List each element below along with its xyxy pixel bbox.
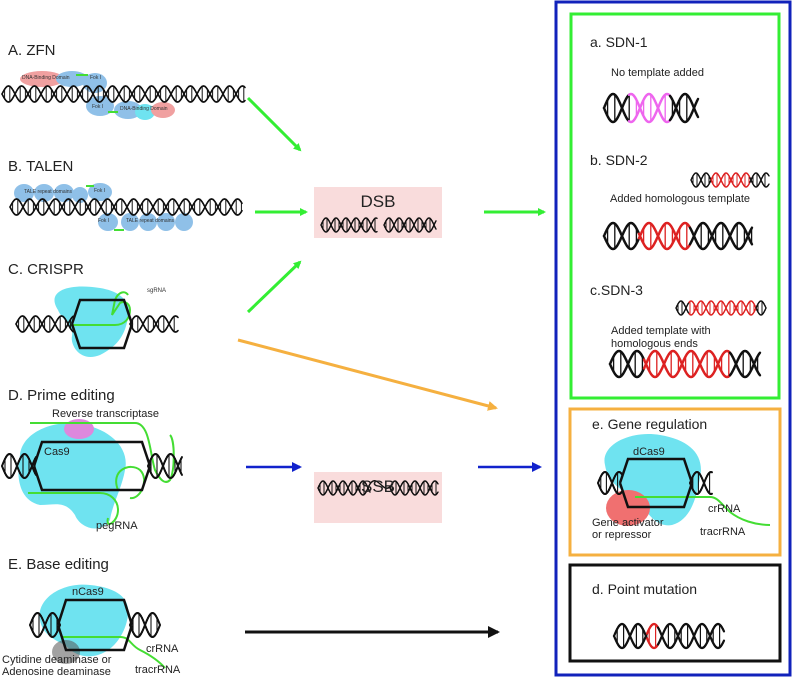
zfn-protein-blob-bottom-1 <box>86 96 114 116</box>
talen-repeat-blob-bottom-3 <box>157 213 175 231</box>
crispr-title: C. CRISPR <box>8 261 84 278</box>
crispr-bubble <box>70 298 134 350</box>
zfn-binding-domain-bottom <box>151 102 175 118</box>
talen-repeat-blob-bottom-1 <box>121 213 139 231</box>
gene-reg-tracrrna-label: tracrRNA <box>700 526 746 538</box>
prime-dna-right <box>147 453 183 479</box>
prime-bubble <box>32 440 152 492</box>
talen-repeat-blob-bottom-4 <box>175 213 193 231</box>
talen-repeat-label-top: TALE repeat domains <box>24 189 72 195</box>
ncas9-label: nCas9 <box>72 586 104 598</box>
dna-layer <box>1 85 770 652</box>
crispr-cas9-blob <box>54 286 130 357</box>
arrow-crispr-to-gene-regulation <box>237 338 498 411</box>
base-crrna-label: crRNA <box>146 643 179 655</box>
sdn2-note: Added homologous template <box>610 193 751 205</box>
deaminase-label-2: Adenosine deaminase <box>2 666 111 678</box>
talen-dna <box>9 198 243 216</box>
ssb-box <box>314 472 442 523</box>
talen-repeat-blob-top-2 <box>34 184 54 202</box>
talen-fok-bottom <box>98 213 118 231</box>
prime-dna-left <box>1 453 37 479</box>
sdn3-note-2: homologous ends <box>611 338 698 350</box>
sdn2-template <box>690 172 770 188</box>
sdn3-note-1: Added template with <box>611 325 711 337</box>
talen-fok-top: Fok I <box>94 188 106 194</box>
sdn3-dna <box>608 349 762 379</box>
dcas9-label: dCas9 <box>633 446 665 458</box>
talen-title: B. TALEN <box>8 158 74 175</box>
talen-fok-top <box>88 183 112 201</box>
ssb-dna-left <box>317 480 371 496</box>
dsb-label: DSB <box>360 192 396 211</box>
gene-reg-crrna <box>635 496 771 526</box>
point-mutation-frame <box>568 563 782 663</box>
gene-activator-label-2: or repressor <box>592 529 652 541</box>
point-mutation-dna <box>612 622 726 650</box>
ssb-label: SSB <box>360 477 396 496</box>
gene-reg-dna-right <box>689 471 713 495</box>
base-dna-right <box>129 612 161 638</box>
zfn-title: A. ZFN <box>8 42 56 59</box>
sdn1-dna <box>602 92 700 124</box>
crispr-dna-right <box>129 315 179 333</box>
base-dna-left <box>29 612 61 638</box>
deaminase-label-1: Cytidine deaminase or <box>2 654 112 666</box>
zfn-binding-domain-top <box>20 71 64 87</box>
arrow-zfn-to-dsb <box>246 96 302 152</box>
talen-fok-bottom: Fok I <box>98 218 110 224</box>
base-bubble <box>56 598 134 652</box>
zfn-protein-blob-bottom-2 <box>114 101 142 119</box>
prime-pegrna-loop <box>115 465 146 500</box>
gene-regulation-title: e. Gene regulation <box>592 416 708 432</box>
talen-repeat-blob-top-3 <box>54 184 74 202</box>
sdn2-dna <box>602 221 754 251</box>
crispr-dna-left <box>15 315 75 333</box>
gene-reg-dna-left <box>597 471 623 495</box>
sdn1-title: a. SDN-1 <box>590 34 648 50</box>
dcas9-blob <box>604 434 701 526</box>
sdn2-title: b. SDN-2 <box>590 152 648 168</box>
talen-repeat-blob-bottom-2 <box>139 213 157 231</box>
ssb-dna-right <box>389 480 439 496</box>
crispr-sgrna-label: sgRNA <box>147 288 167 294</box>
dsb-fragment-right <box>383 217 437 233</box>
reverse-transcriptase-label: Reverse transcriptase <box>52 408 159 420</box>
sdn-group-frame <box>569 12 781 400</box>
zfn-domain-label-top: DNA-Binding Domain <box>22 75 70 81</box>
base-tracrrna-label: tracrRNA <box>135 664 181 676</box>
pegrna-label: pegRNA <box>96 520 138 532</box>
base-crrna-tracrrna <box>62 636 166 669</box>
ssb-nick <box>369 480 393 489</box>
sdn3-template <box>675 300 767 316</box>
talen-repeat-blob-top-1 <box>14 184 34 202</box>
zfn-protein-blob-bottom-3 <box>135 104 155 120</box>
zfn-fok-top: Fok I <box>90 75 102 81</box>
talen-repeat-blob-top-4 <box>72 187 88 203</box>
gene-activator-label-1: Gene activator <box>592 517 664 529</box>
gene-reg-crrna-label: crRNA <box>708 503 741 515</box>
zfn-dna <box>1 85 246 103</box>
arrow-crispr-to-dsb <box>246 260 302 314</box>
prime-cas9-blob <box>18 423 126 529</box>
deaminase-blob <box>52 640 80 664</box>
zfn-domain-label-bottom: DNA-Binding Domain <box>120 106 168 112</box>
dsb-fragment-left <box>320 217 378 233</box>
gene-regulation-frame <box>568 407 782 557</box>
sdn3-title: c.SDN-3 <box>590 282 643 298</box>
point-mutation-title: d. Point mutation <box>592 581 698 597</box>
prime-cas9-label: Cas9 <box>44 446 70 458</box>
prime-title: D. Prime editing <box>8 387 115 404</box>
talen-repeat-label-bottom: TALE repeat domains <box>126 218 174 224</box>
zfn-fok-bottom: Fok I <box>92 104 104 110</box>
right-panel-frame <box>554 0 792 677</box>
sdn1-note: No template added <box>611 67 704 79</box>
base-title: E. Base editing <box>8 556 109 573</box>
gene-reg-bubble <box>618 457 694 509</box>
